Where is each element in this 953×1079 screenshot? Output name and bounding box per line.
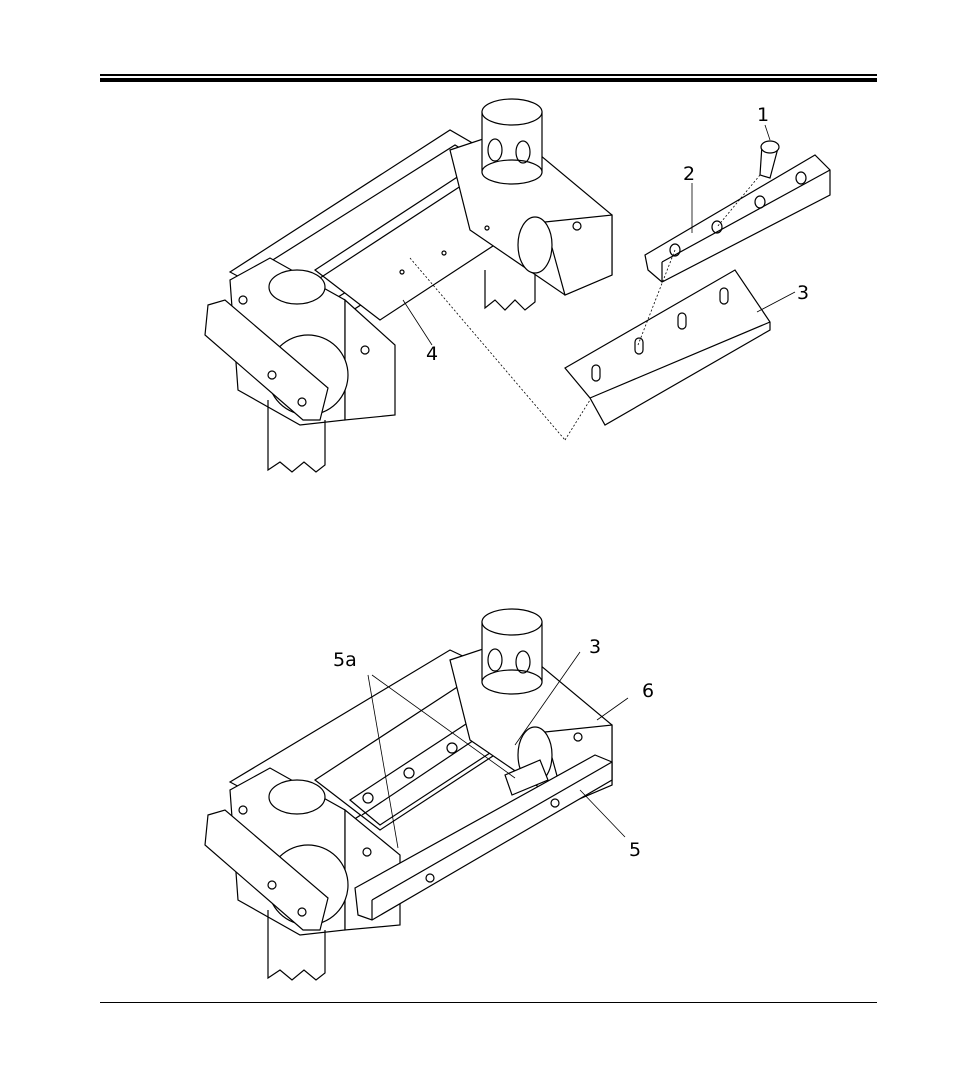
microtome-knife [565,270,770,425]
right-support-post [485,270,535,310]
adjust-knob-bottom [482,670,542,694]
callout-6: 6 [642,680,654,702]
pressure-plate [645,155,830,282]
adjust-knob-bottom [482,160,542,184]
right-pivot-disk [518,217,552,273]
fixing-screw-head [761,141,779,153]
callout-5a: 5a [333,649,357,671]
callout-4: 4 [426,343,438,365]
callout-3: 3 [589,636,601,658]
figure-1-exploded-blade-holder: 1 2 3 4 [0,0,953,500]
figure-2-assembled-blade-holder: 5a 3 6 5 [0,590,953,1000]
left-column-cap [269,270,325,304]
footer-rule [100,1002,877,1003]
left-column-cap [269,780,325,814]
callout-3: 3 [797,282,809,304]
callout-1: 1 [757,104,769,126]
left-clamp-front [345,300,395,420]
callout-5: 5 [629,839,641,861]
callout-2: 2 [683,163,695,185]
adjust-knob-top [482,609,542,635]
adjust-knob-top [482,99,542,125]
